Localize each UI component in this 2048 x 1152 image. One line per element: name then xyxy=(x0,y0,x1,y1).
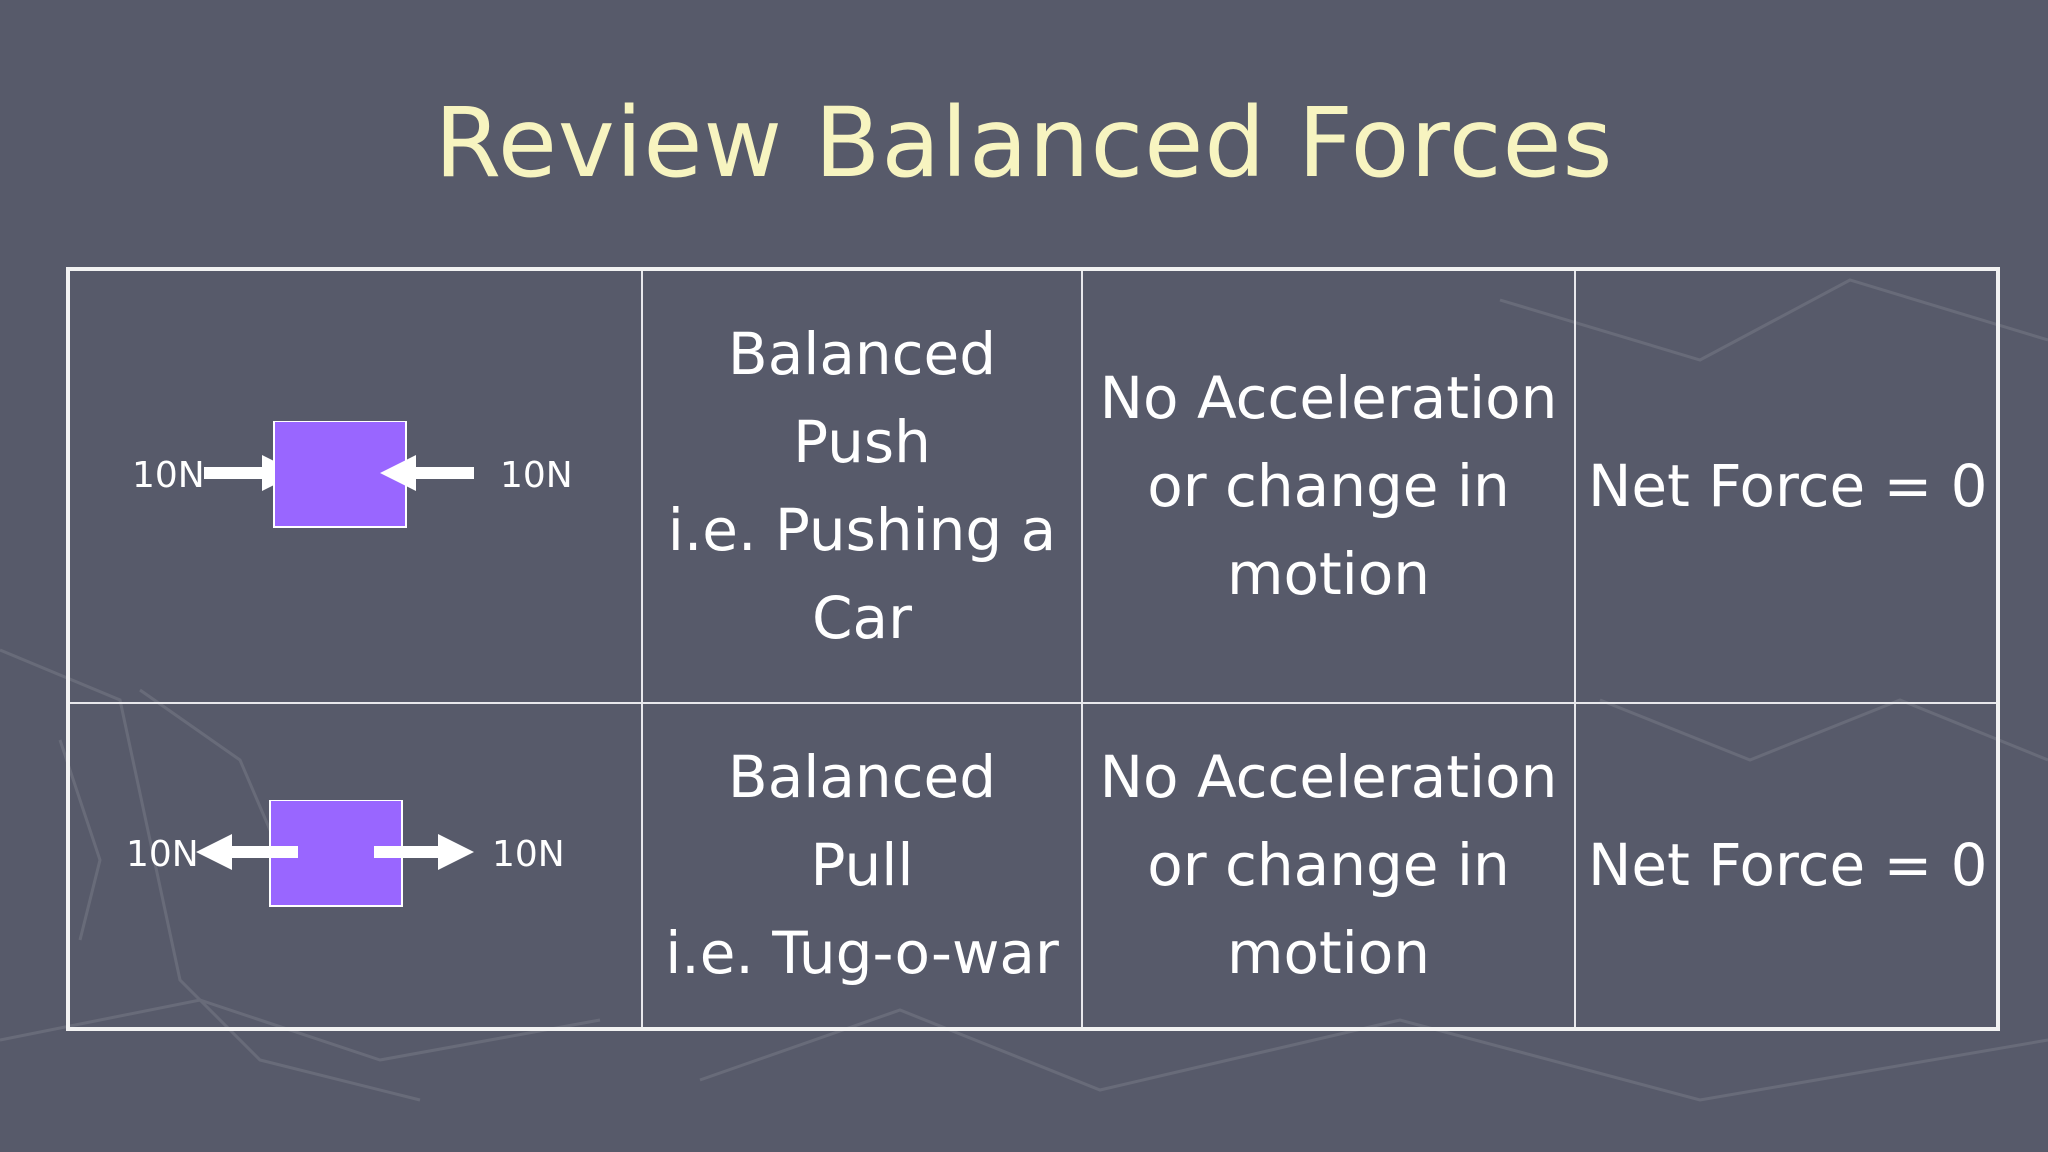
pull-right-arrow-right-icon xyxy=(373,834,474,871)
pull-diagram-cell: 10N 10N xyxy=(67,701,643,1031)
pull-effect-line: motion xyxy=(1226,919,1431,988)
push-effect-line: or change in xyxy=(1147,452,1510,521)
slide-title: Review Balanced Forces xyxy=(434,87,1614,199)
push-type-line: i.e. Pushing a xyxy=(667,496,1057,565)
pull-left-arrow-left-icon xyxy=(195,834,298,871)
pull-left-force-label: 10N xyxy=(126,834,199,875)
pull-effect-line: No Acceleration xyxy=(1099,743,1558,812)
push-type-line: Balanced xyxy=(727,320,997,389)
push-diagram: 10N 10N xyxy=(132,421,573,529)
pull-diagram: 10N 10N xyxy=(126,800,565,908)
push-right-arrow-left-icon xyxy=(379,455,474,492)
push-diagram-cell: 10N 10N xyxy=(67,268,643,704)
push-net-force-text: Net Force = 0 xyxy=(1588,452,1988,521)
pull-type-line: Balanced xyxy=(727,743,997,812)
table-row-pull: 10N 10N Balanced Pull i.e. Tug-o-war xyxy=(67,701,1999,1031)
pull-type-cell: Balanced Pull i.e. Tug-o-war xyxy=(641,701,1083,1031)
pull-right-force-label: 10N xyxy=(492,834,565,875)
pull-type-line: i.e. Tug-o-war xyxy=(665,919,1059,988)
pull-net-force-text: Net Force = 0 xyxy=(1588,831,1988,900)
push-left-force-label: 10N xyxy=(132,455,205,496)
push-type-cell: Balanced Push i.e. Pushing a Car xyxy=(641,268,1083,704)
push-type-line: Push xyxy=(793,408,931,477)
push-effect-cell: No Acceleration or change in motion xyxy=(1081,268,1576,704)
push-net-force-cell: Net Force = 0 xyxy=(1574,268,1999,704)
pull-net-force-cell: Net Force = 0 xyxy=(1574,701,1999,1031)
pull-effect-cell: No Acceleration or change in motion xyxy=(1081,701,1576,1031)
balanced-forces-table: 10N 10N Balanced Push i.e. Pushing a xyxy=(66,267,2000,1031)
table-row-push: 10N 10N Balanced Push i.e. Pushing a xyxy=(67,268,1999,704)
push-effect-line: No Acceleration xyxy=(1099,364,1558,433)
push-effect-line: motion xyxy=(1226,540,1431,609)
pull-effect-line: or change in xyxy=(1147,831,1510,900)
push-right-force-label: 10N xyxy=(500,455,573,496)
pull-type-line: Pull xyxy=(810,831,914,900)
push-type-line: Car xyxy=(812,584,912,653)
